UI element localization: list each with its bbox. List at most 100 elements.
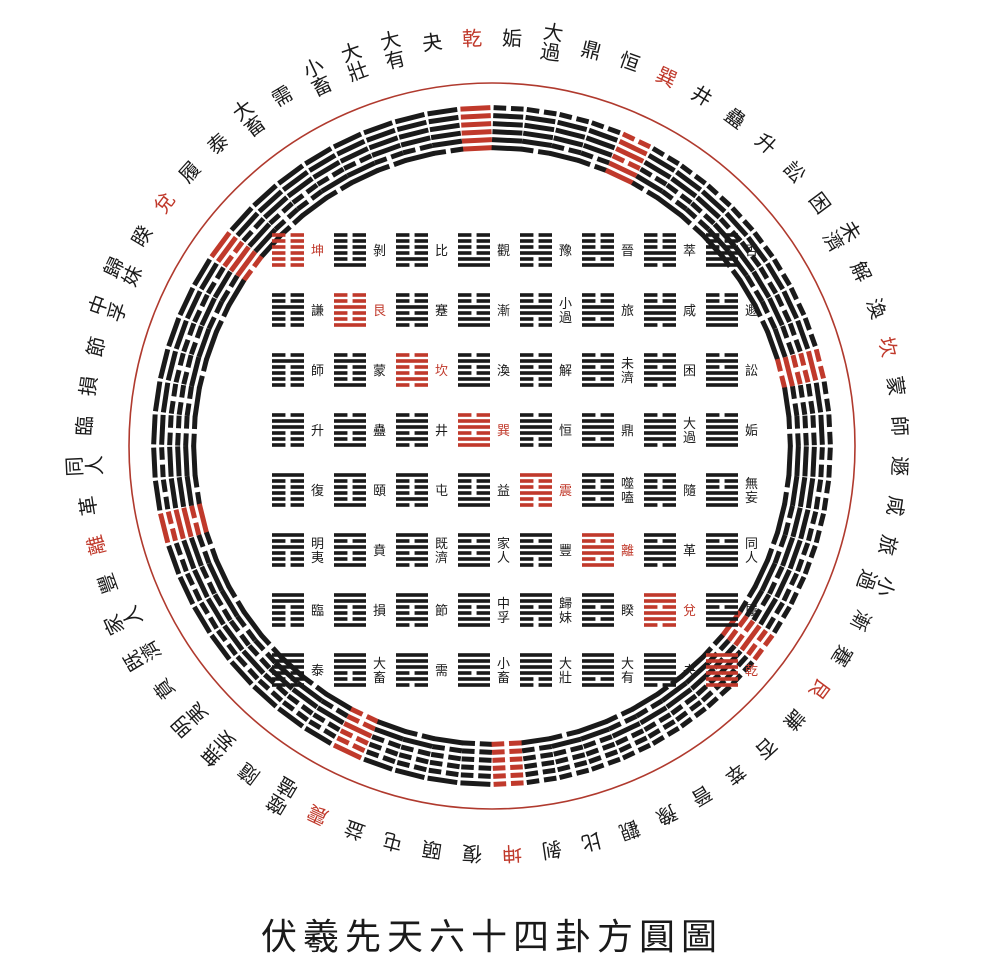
yang-line bbox=[181, 507, 194, 538]
yang-line bbox=[582, 671, 614, 675]
yang-line bbox=[706, 323, 738, 327]
square-hexagram-slot bbox=[458, 473, 490, 507]
yin-line bbox=[644, 539, 658, 543]
yin-line bbox=[724, 293, 738, 297]
yin-line bbox=[272, 377, 286, 381]
circle-label: 小過 bbox=[852, 567, 900, 601]
circle-hexagram bbox=[177, 558, 232, 606]
circle-label: 明夷 bbox=[167, 698, 213, 742]
yin-line bbox=[746, 585, 758, 599]
yin-line bbox=[417, 748, 431, 757]
circle-label: 頤 bbox=[420, 836, 443, 863]
yin-line bbox=[737, 614, 749, 628]
yin-line bbox=[779, 375, 788, 389]
yin-line bbox=[396, 239, 410, 243]
yin-line bbox=[538, 539, 552, 543]
yin-line bbox=[795, 558, 805, 573]
square-cell: 解 bbox=[520, 353, 572, 387]
yin-line bbox=[290, 245, 304, 249]
yang-line bbox=[167, 446, 174, 477]
yang-line bbox=[334, 623, 366, 627]
square-hexagram bbox=[520, 593, 552, 627]
yang-line bbox=[631, 691, 660, 712]
yang-line bbox=[774, 569, 792, 599]
yin-line bbox=[272, 539, 286, 543]
circle-label-char: 乾 bbox=[461, 26, 482, 51]
yin-line bbox=[644, 683, 658, 687]
yin-line bbox=[538, 617, 552, 621]
yin-line bbox=[557, 764, 571, 773]
yin-line bbox=[168, 400, 176, 414]
yin-line bbox=[272, 431, 286, 435]
yin-line bbox=[323, 728, 337, 739]
yin-line bbox=[352, 479, 366, 483]
yang-line bbox=[396, 473, 428, 477]
square-hexagram-slot bbox=[706, 473, 738, 507]
yin-line bbox=[173, 542, 183, 556]
yin-line bbox=[724, 233, 738, 237]
yin-line bbox=[226, 585, 238, 599]
yin-line bbox=[706, 485, 720, 489]
yin-line bbox=[272, 485, 286, 489]
square-label-char: 無 bbox=[745, 477, 758, 492]
square-hexagram-slot bbox=[582, 653, 614, 687]
yang-line bbox=[334, 545, 366, 549]
square-label-char: 嗑 bbox=[621, 491, 634, 506]
yin-line bbox=[160, 464, 166, 478]
yang-line bbox=[460, 780, 491, 787]
yin-line bbox=[538, 263, 552, 267]
yang-line bbox=[304, 726, 333, 746]
square-cell: 漸 bbox=[458, 293, 510, 327]
yin-line bbox=[826, 464, 832, 478]
yang-line bbox=[334, 473, 366, 477]
square-label-char: 畜 bbox=[373, 670, 386, 686]
yin-line bbox=[600, 377, 614, 381]
circle-label: 觀 bbox=[616, 815, 643, 844]
yin-line bbox=[414, 371, 428, 375]
circle-label: 大壯 bbox=[338, 38, 372, 86]
circle-hexagram bbox=[737, 585, 792, 634]
yin-line bbox=[314, 684, 329, 697]
yin-line bbox=[327, 721, 341, 733]
square-hexagram-slot bbox=[644, 593, 676, 627]
yin-line bbox=[762, 633, 775, 647]
yin-line bbox=[291, 193, 305, 205]
yang-line bbox=[253, 227, 278, 254]
square-label-char: 明 bbox=[311, 537, 324, 552]
yin-line bbox=[414, 293, 428, 297]
yin-line bbox=[355, 735, 369, 746]
yin-line bbox=[196, 534, 206, 548]
yin-line bbox=[382, 755, 396, 765]
circle-hexagram bbox=[192, 258, 247, 307]
yang-line bbox=[493, 113, 524, 120]
yin-line bbox=[414, 479, 428, 483]
circle-hexagram bbox=[427, 106, 464, 156]
yin-line bbox=[558, 772, 573, 780]
yang-line bbox=[458, 257, 490, 261]
circle-label-char: 井 bbox=[687, 81, 716, 112]
yin-line bbox=[300, 674, 315, 686]
square-hexagram bbox=[644, 353, 676, 387]
yin-line bbox=[290, 503, 304, 507]
circle-label: 無妄 bbox=[196, 725, 240, 771]
yin-line bbox=[414, 563, 428, 567]
square-hexagram bbox=[396, 473, 428, 507]
yin-line bbox=[179, 558, 189, 573]
yin-line bbox=[600, 257, 614, 261]
yang-line bbox=[520, 431, 552, 435]
yin-line bbox=[549, 733, 563, 742]
yin-line bbox=[752, 647, 765, 661]
yang-line bbox=[706, 599, 738, 603]
yin-line bbox=[706, 539, 720, 543]
yin-line bbox=[193, 522, 202, 536]
yang-line bbox=[159, 414, 166, 445]
yin-line bbox=[272, 623, 286, 627]
square-label-char: 妄 bbox=[745, 491, 758, 506]
yin-line bbox=[290, 353, 304, 357]
square-hexagram-slot bbox=[272, 473, 304, 507]
square-hexagram bbox=[644, 473, 676, 507]
square-cell: 大過 bbox=[644, 413, 696, 447]
yin-line bbox=[818, 512, 826, 527]
yang-line bbox=[312, 159, 341, 180]
yin-line bbox=[538, 479, 552, 483]
